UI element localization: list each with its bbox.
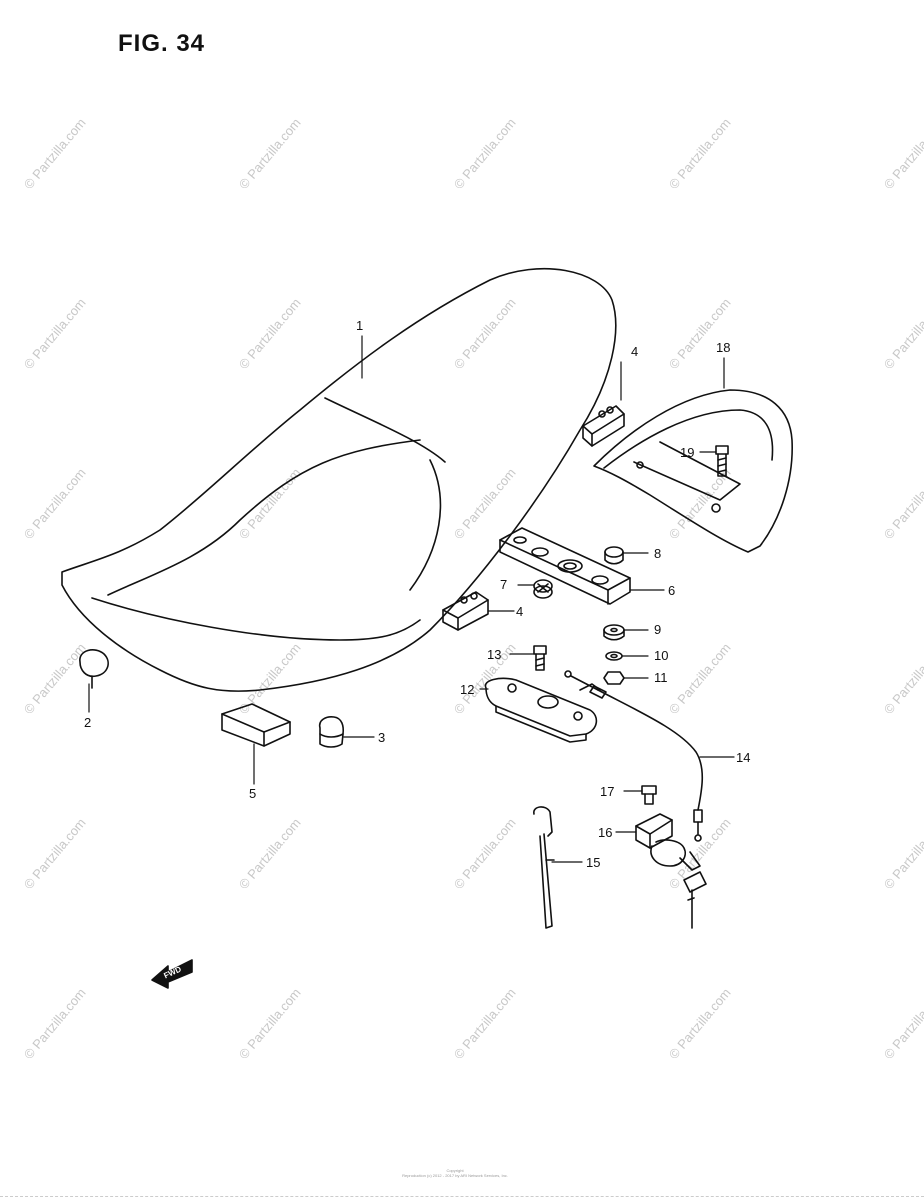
damper-lower-part bbox=[442, 591, 489, 631]
callout-6: 6 bbox=[668, 583, 675, 598]
seat-cowl-part bbox=[593, 389, 793, 553]
callout-16: 16 bbox=[598, 825, 612, 840]
watermark-text: © Partzilla.com bbox=[21, 295, 89, 372]
copyright-line-2: Reproduction (c) 2012 - 2017 by ARI Netw… bbox=[402, 1173, 508, 1178]
callout-2: 2 bbox=[84, 715, 91, 730]
watermark-text: © Partzilla.com bbox=[451, 985, 519, 1062]
figure-title: FIG. 34 bbox=[118, 30, 206, 57]
screw-17-part bbox=[641, 785, 657, 805]
watermark-text: © Partzilla.com bbox=[451, 815, 519, 892]
washer-9-part bbox=[603, 624, 625, 641]
watermark-text: © Partzilla.com bbox=[881, 465, 924, 542]
callout-19: 19 bbox=[680, 445, 694, 460]
bolt-19-part bbox=[715, 445, 729, 477]
copyright-line-1: Copyright bbox=[446, 1168, 464, 1173]
callout-13: 13 bbox=[487, 647, 501, 662]
watermark-text: © Partzilla.com bbox=[881, 295, 924, 372]
callout-4-upper: 4 bbox=[631, 344, 638, 359]
callout-18: 18 bbox=[716, 340, 730, 355]
watermark-text: © Partzilla.com bbox=[666, 985, 734, 1062]
callout-8: 8 bbox=[654, 546, 661, 561]
watermark-text: © Partzilla.com bbox=[666, 815, 734, 892]
damper-upper-part bbox=[582, 405, 625, 447]
watermark-layer: © Partzilla.com © Partzilla.com © Partzill… bbox=[21, 115, 924, 1062]
watermark-text: © Partzilla.com bbox=[881, 985, 924, 1062]
clip-part bbox=[79, 649, 109, 689]
watermark-text: © Partzilla.com bbox=[666, 640, 734, 717]
page-edge-divider bbox=[0, 1196, 924, 1197]
callout-10: 10 bbox=[654, 648, 668, 663]
seat-lock-part bbox=[635, 813, 707, 929]
watermark-text: © Partzilla.com bbox=[236, 295, 304, 372]
fwd-arrow-icon bbox=[151, 959, 193, 989]
watermark-text: © Partzilla.com bbox=[21, 815, 89, 892]
watermark-text: © Partzilla.com bbox=[236, 465, 304, 542]
callout-9: 9 bbox=[654, 622, 661, 637]
bracket-plate-part bbox=[499, 527, 631, 605]
cushion-part bbox=[318, 716, 345, 748]
callout-5: 5 bbox=[249, 786, 256, 801]
seat-part bbox=[61, 267, 617, 692]
callout-1: 1 bbox=[356, 318, 363, 333]
callout-14: 14 bbox=[736, 750, 750, 765]
watermark-text: © Partzilla.com bbox=[881, 815, 924, 892]
watermark-text: © Partzilla.com bbox=[451, 295, 519, 372]
watermark-text: © Partzilla.com bbox=[21, 465, 89, 542]
callout-12: 12 bbox=[460, 682, 474, 697]
rubber-8-part bbox=[604, 546, 624, 565]
grommet-7-part bbox=[533, 579, 553, 599]
copyright-footer: Copyright Reproduction (c) 2012 - 2017 b… bbox=[380, 1168, 530, 1178]
callout-7: 7 bbox=[500, 577, 507, 592]
watermark-text: © Partzilla.com bbox=[21, 640, 89, 717]
callout-11: 11 bbox=[654, 670, 668, 685]
watermark-text: © Partzilla.com bbox=[236, 815, 304, 892]
callout-labels: 1 2 3 4 4 5 6 7 8 9 10 11 12 13 14 15 16… bbox=[84, 318, 750, 870]
watermark-text: © Partzilla.com bbox=[21, 115, 89, 192]
callout-15: 15 bbox=[586, 855, 600, 870]
watermark-text: © Partzilla.com bbox=[236, 115, 304, 192]
watermark-text: © Partzilla.com bbox=[451, 115, 519, 192]
watermark-text: © Partzilla.com bbox=[21, 985, 89, 1062]
watermark-text: © Partzilla.com bbox=[451, 465, 519, 542]
watermark-text: © Partzilla.com bbox=[666, 115, 734, 192]
leader-lines bbox=[88, 335, 735, 863]
bolt-13-part bbox=[533, 645, 547, 671]
watermark-text: © Partzilla.com bbox=[881, 115, 924, 192]
nut-11-part bbox=[603, 671, 625, 685]
watermark-text: © Partzilla.com bbox=[236, 985, 304, 1062]
strap-part bbox=[533, 806, 555, 929]
callout-4-lower: 4 bbox=[516, 604, 523, 619]
cable-part bbox=[564, 670, 704, 842]
watermark-text: © Partzilla.com bbox=[881, 640, 924, 717]
callout-3: 3 bbox=[378, 730, 385, 745]
washer-10-part bbox=[605, 651, 623, 661]
callout-17: 17 bbox=[600, 784, 614, 799]
pad-part bbox=[221, 703, 291, 747]
lock-bracket-part bbox=[484, 677, 601, 743]
